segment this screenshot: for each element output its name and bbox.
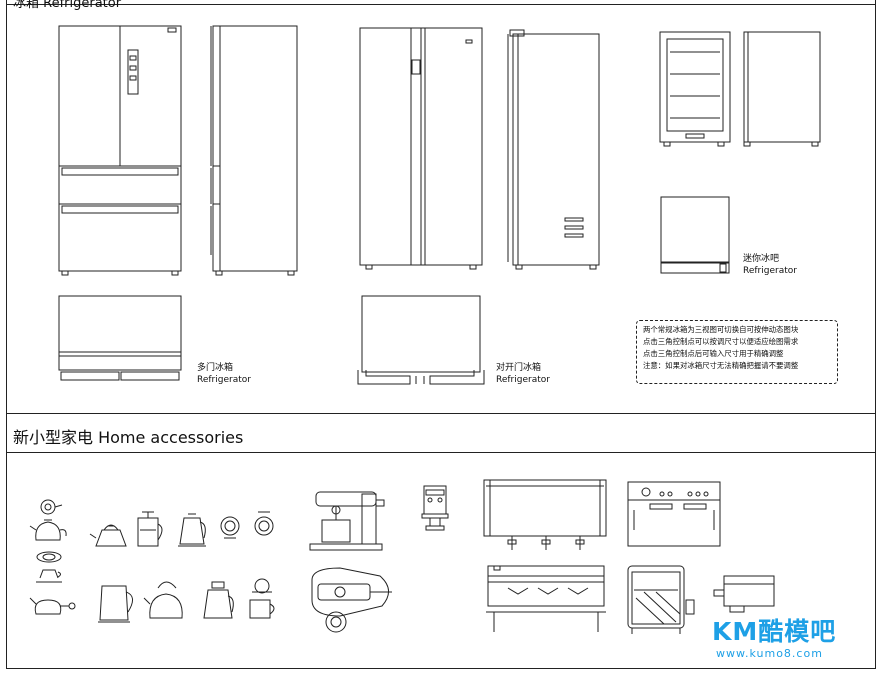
top-divider	[6, 4, 875, 5]
watermark-url: www.kumo8.com	[716, 647, 823, 660]
kettle-large-1	[98, 585, 133, 623]
note-line: 两个常规冰箱为三视图可切换自可按伸动态图块	[643, 325, 799, 334]
counter-hood-unit	[483, 479, 607, 550]
commercial-espresso-front	[627, 481, 721, 547]
teapot-top-view	[40, 499, 63, 515]
mug-top	[252, 578, 272, 594]
label-mini-bar-en: Refrigerator	[743, 266, 797, 276]
side-by-side-fridge-side	[507, 29, 600, 270]
kettle-side	[29, 597, 76, 615]
section-title-home-accessories: 新小型家电 Home accessories	[13, 428, 244, 447]
french-press	[137, 511, 163, 547]
cup-top-1	[220, 516, 240, 539]
multi-door-fridge-side	[210, 25, 298, 276]
stand-mixer-side	[309, 491, 385, 551]
mini-bar-front	[659, 31, 731, 147]
mini-bar-side	[743, 31, 821, 147]
mug-side	[249, 599, 275, 619]
label-side-by-side-en: Refrigerator	[496, 375, 550, 385]
espresso-machine-small	[421, 485, 449, 531]
drawing-sheet	[6, 0, 876, 669]
whistle-kettle	[89, 524, 127, 547]
cup-saucer-side	[36, 569, 62, 583]
cup-saucer-top	[36, 551, 62, 563]
section-divider-bottom	[6, 452, 875, 453]
usage-note-box: 两个常规冰箱为三视图可切换自可按伸动态图块 点击三角控制点可以按调尺寸以便适应绘…	[636, 320, 838, 384]
note-line: 点击三角控制点后可输入尺寸用于精确调整	[643, 349, 784, 358]
multi-door-fridge-top	[58, 295, 182, 381]
espresso-three-group	[486, 565, 606, 632]
label-mini-bar-cn: 迷你冰吧	[743, 254, 780, 264]
label-multi-door-en: Refrigerator	[197, 375, 251, 385]
note-line: 注意：如果对冰箱尺寸无法精确把握请不要调整	[643, 361, 799, 370]
teapot-side	[29, 519, 67, 541]
header-fragment: 冰箱 Refrigerator	[13, 0, 122, 11]
cup-top-2	[254, 511, 274, 536]
kettle-large-2	[143, 581, 183, 619]
label-side-by-side-cn: 对开门冰箱	[496, 363, 542, 373]
stand-mixer-top	[311, 567, 392, 633]
electric-kettle-small	[178, 513, 206, 547]
mini-bar-top	[660, 196, 730, 274]
side-by-side-fridge-top	[357, 295, 485, 385]
espresso-cabinet	[627, 565, 695, 634]
kettle-large-3	[203, 581, 234, 619]
multi-door-fridge-front	[58, 25, 182, 276]
espresso-machine-right	[713, 575, 775, 613]
section-divider-top	[6, 413, 875, 414]
watermark-logo: KM酷模吧	[712, 617, 837, 646]
note-line: 点击三角控制点可以按调尺寸以便适应绘图需求	[643, 337, 799, 346]
label-multi-door-cn: 多门冰箱	[197, 363, 234, 373]
side-by-side-fridge-front	[359, 27, 483, 270]
